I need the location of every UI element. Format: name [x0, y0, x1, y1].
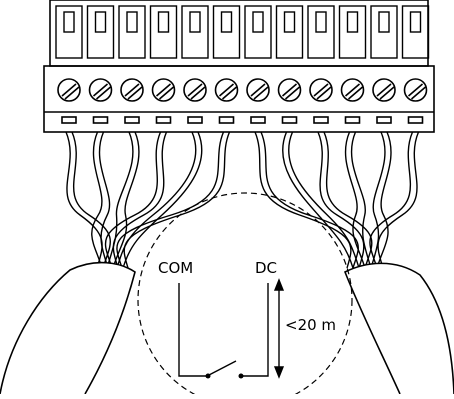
wire-slot	[344, 116, 361, 124]
screw-terminals	[57, 78, 428, 124]
wire	[282, 131, 354, 269]
wire-slot	[407, 116, 424, 124]
wire-slot	[124, 116, 140, 124]
distance-label: <20 m	[285, 316, 336, 334]
left-cable-jacket	[0, 261, 136, 395]
wire	[350, 131, 372, 269]
screw-terminal-icon	[277, 78, 302, 124]
screw-terminal-icon	[120, 78, 144, 124]
wire	[369, 131, 414, 269]
wire	[122, 131, 203, 269]
screw-terminal-icon	[88, 78, 113, 124]
wire-slot	[376, 116, 392, 124]
plug-pin	[244, 5, 272, 59]
screw-terminal-icon	[403, 78, 428, 124]
switch-schematic	[178, 283, 269, 377]
wire	[317, 131, 365, 269]
dc-wire	[241, 283, 269, 377]
plug-pin	[118, 5, 146, 59]
screw-block-body	[43, 65, 435, 133]
plug-pin	[149, 5, 178, 59]
wire-slot	[250, 116, 266, 124]
wire-slot	[61, 116, 77, 124]
wire	[98, 131, 111, 269]
wire	[112, 131, 168, 269]
wire-slot	[155, 116, 172, 124]
dc-label: DC	[255, 259, 277, 277]
plug-pin	[401, 5, 430, 59]
wire	[71, 131, 111, 269]
wire-slot	[218, 116, 235, 124]
cable-jackets	[0, 261, 454, 395]
wire	[116, 131, 225, 269]
detail-circle	[137, 192, 353, 399]
wire-bundle	[65, 131, 420, 269]
plug-pin	[212, 5, 241, 59]
plug-pin	[307, 5, 335, 59]
switch-pivot-dot	[205, 373, 211, 379]
plug-pin	[55, 5, 83, 59]
switch-contact-icon	[208, 360, 237, 376]
plug-pin	[275, 5, 304, 59]
com-label: COM	[158, 259, 193, 277]
screw-terminal-icon	[309, 78, 333, 124]
plug-pin	[338, 5, 367, 59]
wire	[344, 131, 366, 269]
screw-terminal-icon	[183, 78, 207, 124]
plug-pin	[370, 5, 398, 59]
switch-contact-dot	[238, 373, 244, 379]
wire-slot	[313, 116, 329, 124]
wire-slot	[281, 116, 298, 124]
right-cable-jacket	[343, 262, 454, 395]
screw-block	[43, 65, 435, 133]
wire	[376, 131, 392, 269]
wire	[65, 131, 103, 269]
plug-pin	[181, 5, 209, 59]
wire	[377, 131, 420, 269]
screw-terminal-icon	[372, 78, 396, 124]
com-wire	[178, 283, 208, 377]
wire	[288, 131, 360, 269]
wire	[91, 131, 103, 269]
screw-terminal-icon	[151, 78, 176, 124]
screw-terminal-icon	[214, 78, 239, 124]
dimension-arrow-icon	[273, 278, 285, 379]
plug-pins	[55, 5, 430, 59]
screw-terminal-icon	[57, 78, 81, 124]
wire	[370, 131, 386, 269]
plug-pin	[86, 5, 115, 59]
screw-terminal-icon	[246, 78, 270, 124]
screw-terminal-icon	[340, 78, 365, 124]
wire	[254, 131, 352, 269]
wire	[104, 131, 162, 269]
wire	[112, 131, 140, 269]
wire-slot	[92, 116, 109, 124]
wire-slot	[187, 116, 203, 124]
